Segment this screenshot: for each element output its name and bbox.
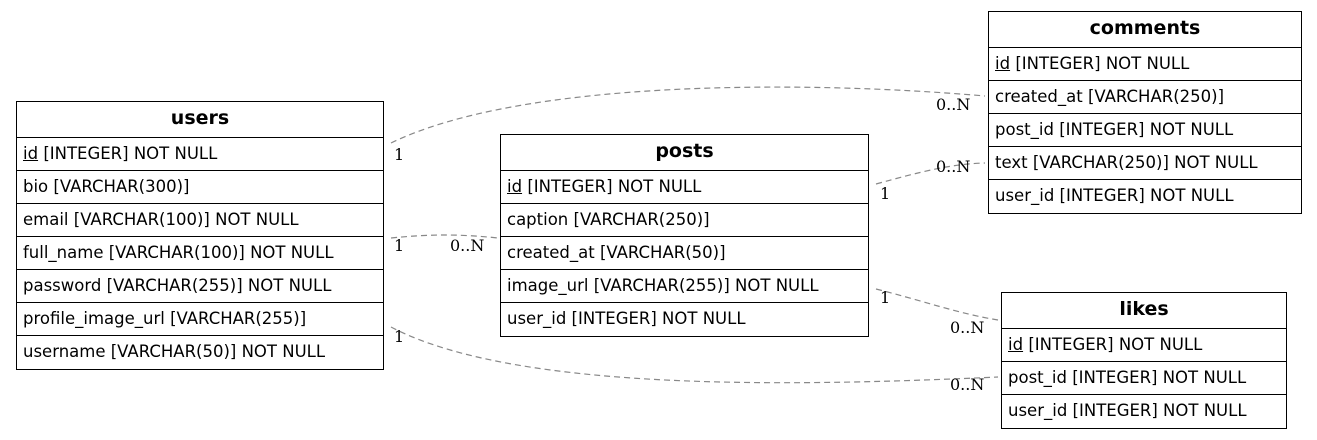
card-users-likes-from: 1 (394, 327, 404, 346)
card-posts-likes-to: 0..N (950, 318, 984, 337)
column-row[interactable]: created_at [VARCHAR(250)] (989, 81, 1301, 114)
column-name: caption (507, 210, 569, 229)
column-name: user_id (507, 309, 567, 328)
column-row[interactable]: username [VARCHAR(50)] NOT NULL (17, 336, 383, 369)
edge-posts-comments (875, 162, 986, 185)
table-comments[interactable]: comments id [INTEGER] NOT NULL created_a… (988, 11, 1302, 214)
column-type: [VARCHAR(300)] (53, 177, 190, 196)
column-row[interactable]: profile_image_url [VARCHAR(255)] (17, 303, 383, 336)
column-type: [INTEGER] NOT NULL (571, 309, 746, 328)
column-name: full_name (23, 243, 104, 262)
column-name: created_at (507, 243, 595, 262)
column-row[interactable]: user_id [INTEGER] NOT NULL (1002, 395, 1286, 428)
column-type: [INTEGER] NOT NULL (1028, 335, 1203, 354)
column-row[interactable]: id [INTEGER] NOT NULL (17, 138, 383, 171)
column-row[interactable]: text [VARCHAR(250)] NOT NULL (989, 147, 1301, 180)
primary-key-column-name: id (995, 54, 1011, 73)
column-type: [VARCHAR(250)] NOT NULL (1032, 153, 1258, 172)
column-type: [INTEGER] NOT NULL (1059, 120, 1234, 139)
column-row[interactable]: id [INTEGER] NOT NULL (1002, 329, 1286, 362)
primary-key-column-name: id (23, 144, 39, 163)
column-name: user_id (995, 186, 1055, 205)
card-users-comments-from: 1 (394, 145, 404, 164)
edge-posts-likes (875, 288, 999, 321)
column-type: [INTEGER] NOT NULL (1015, 54, 1190, 73)
column-type: [VARCHAR(100)] NOT NULL (108, 243, 334, 262)
table-title: likes (1002, 293, 1286, 329)
column-type: [VARCHAR(250)] (1087, 87, 1225, 106)
column-row[interactable]: id [INTEGER] NOT NULL (989, 48, 1301, 81)
column-type: [INTEGER] NOT NULL (43, 144, 218, 163)
card-users-posts-to: 0..N (450, 236, 484, 255)
table-title: comments (989, 12, 1301, 48)
column-row[interactable]: bio [VARCHAR(300)] (17, 171, 383, 204)
column-row[interactable]: post_id [INTEGER] NOT NULL (1002, 362, 1286, 395)
column-type: [INTEGER] NOT NULL (1072, 401, 1247, 420)
column-type: [VARCHAR(50)] (599, 243, 726, 262)
column-type: [VARCHAR(255)] (170, 309, 307, 328)
column-row[interactable]: image_url [VARCHAR(255)] NOT NULL (501, 270, 868, 303)
column-type: [VARCHAR(255)] NOT NULL (106, 276, 332, 295)
column-name: email (23, 210, 69, 229)
column-type: [VARCHAR(50)] NOT NULL (110, 342, 326, 361)
column-name: password (23, 276, 102, 295)
table-users[interactable]: users id [INTEGER] NOT NULL bio [VARCHAR… (16, 101, 384, 370)
column-name: user_id (1008, 401, 1068, 420)
card-users-likes-to: 0..N (950, 375, 984, 394)
column-row[interactable]: caption [VARCHAR(250)] (501, 204, 868, 237)
table-likes[interactable]: likes id [INTEGER] NOT NULL post_id [INT… (1001, 292, 1287, 429)
column-name: username (23, 342, 106, 361)
edge-users-likes (390, 326, 999, 384)
column-row[interactable]: user_id [INTEGER] NOT NULL (501, 303, 868, 336)
column-name: bio (23, 177, 49, 196)
column-type: [INTEGER] NOT NULL (527, 177, 702, 196)
column-name: created_at (995, 87, 1083, 106)
column-row[interactable]: user_id [INTEGER] NOT NULL (989, 180, 1301, 213)
card-posts-likes-from: 1 (880, 288, 890, 307)
column-type: [INTEGER] NOT NULL (1059, 186, 1234, 205)
column-row[interactable]: email [VARCHAR(100)] NOT NULL (17, 204, 383, 237)
column-row[interactable]: id [INTEGER] NOT NULL (501, 171, 868, 204)
column-row[interactable]: full_name [VARCHAR(100)] NOT NULL (17, 237, 383, 270)
card-posts-comments-from: 1 (880, 184, 890, 203)
column-type: [VARCHAR(250)] (573, 210, 710, 229)
card-posts-comments-to: 0..N (936, 157, 970, 176)
edge-users-posts (390, 234, 499, 239)
column-name: post_id (1008, 368, 1067, 387)
column-name: post_id (995, 120, 1054, 139)
column-name: text (995, 153, 1028, 172)
primary-key-column-name: id (507, 177, 523, 196)
column-type: [VARCHAR(100)] NOT NULL (73, 210, 299, 229)
primary-key-column-name: id (1008, 335, 1024, 354)
column-type: [INTEGER] NOT NULL (1072, 368, 1247, 387)
column-row[interactable]: password [VARCHAR(255)] NOT NULL (17, 270, 383, 303)
table-posts[interactable]: posts id [INTEGER] NOT NULL caption [VAR… (500, 134, 869, 337)
column-type: [VARCHAR(255)] NOT NULL (593, 276, 819, 295)
column-name: profile_image_url (23, 309, 165, 328)
card-users-comments-to: 0..N (936, 95, 970, 114)
card-users-posts-from: 1 (394, 236, 404, 255)
edge-users-comments (390, 86, 986, 144)
table-title: users (17, 102, 383, 138)
column-row[interactable]: post_id [INTEGER] NOT NULL (989, 114, 1301, 147)
column-row[interactable]: created_at [VARCHAR(50)] (501, 237, 868, 270)
table-title: posts (501, 135, 868, 171)
column-name: image_url (507, 276, 589, 295)
